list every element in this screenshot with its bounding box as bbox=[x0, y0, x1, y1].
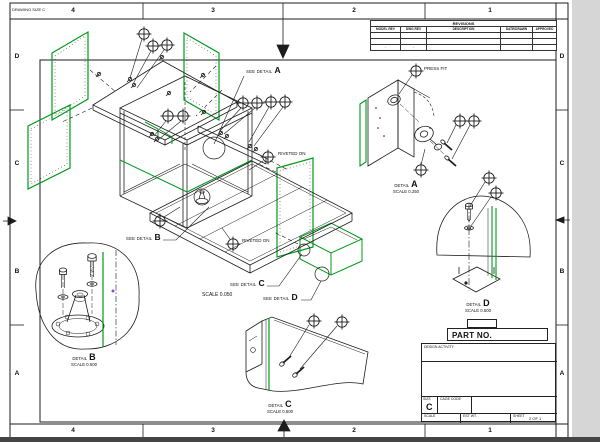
detail-d-indicator-circle bbox=[314, 266, 330, 282]
riveted-on-callout-1: RIVETED ON bbox=[278, 151, 306, 156]
rev-row: - - bbox=[370, 44, 558, 51]
zone-right-a: A bbox=[559, 370, 565, 377]
zone-top-3: 3 bbox=[211, 7, 215, 14]
zone-top-4: 4 bbox=[71, 7, 75, 14]
zone-bottom-1: 1 bbox=[488, 427, 492, 434]
drawing-size-note: DRAWING SIZE C bbox=[12, 7, 46, 12]
tray-rim-line bbox=[303, 226, 358, 241]
detail-b-view bbox=[35, 242, 140, 350]
riveted-on-callout-2: RIVETED ON bbox=[242, 238, 270, 243]
center-fold-arrows bbox=[3, 19, 570, 438]
pallet-foot-detail-b-source bbox=[193, 188, 211, 206]
zone-right-c: C bbox=[559, 160, 565, 167]
detail-c-view bbox=[245, 316, 369, 392]
green-tray bbox=[298, 222, 364, 276]
detail-a-indicator-circle bbox=[202, 136, 226, 160]
zone-bottom-4: 4 bbox=[71, 427, 75, 434]
detail-d-view bbox=[436, 195, 531, 293]
base-pallet bbox=[149, 160, 353, 274]
size-cell: SIZE C bbox=[422, 397, 438, 414]
main-view-scale: SCALE 0.050 bbox=[202, 292, 233, 298]
cabinet-frame bbox=[119, 75, 253, 229]
cage-code-cell: CAGE CODE bbox=[438, 397, 472, 414]
zone-left-a: A bbox=[14, 370, 20, 377]
press-fit-callout: PRESS FIT bbox=[424, 66, 448, 71]
see-detail-b-callout: SEE DETAIL B bbox=[126, 232, 161, 242]
detail-c-indicator-circle bbox=[297, 243, 311, 257]
title-cell bbox=[422, 362, 557, 397]
explode-axes bbox=[61, 65, 299, 245]
zone-right-d: D bbox=[559, 53, 565, 60]
weight-cell: EST WT. bbox=[461, 414, 511, 423]
detail-d-green-edges bbox=[491, 206, 497, 280]
exploded-panels bbox=[27, 30, 314, 258]
title-block: DESIGN ACTIVITY SIZE C CAGE CODE SCALE E… bbox=[421, 343, 557, 423]
leader-lines bbox=[129, 38, 492, 370]
zone-bottom-2: 2 bbox=[352, 427, 356, 434]
scale-cell: SCALE bbox=[422, 414, 461, 423]
rail-detail-a-source bbox=[197, 125, 267, 165]
revisions-table: REVISIONS MODEL REV DWG REV DESCRIPTION … bbox=[369, 20, 558, 51]
see-detail-a-callout: SEE DETAIL A bbox=[246, 65, 281, 75]
detail-a-view bbox=[359, 79, 457, 168]
zone-right-b: B bbox=[559, 268, 565, 275]
title-block-note-box bbox=[467, 319, 497, 328]
balloon-callouts bbox=[136, 26, 504, 330]
vertex-marker bbox=[111, 289, 115, 293]
part-no-label: PART NO. bbox=[452, 331, 493, 340]
zone-top-1: 1 bbox=[488, 7, 492, 14]
dwg-no-cell bbox=[472, 397, 557, 414]
part-no-box: PART NO. bbox=[447, 328, 548, 341]
sheet-value: 2 OF 1 bbox=[529, 416, 542, 421]
zone-left-c: C bbox=[14, 160, 20, 167]
zone-ticks bbox=[10, 3, 568, 438]
frame-green-members bbox=[119, 121, 253, 193]
screenshot-right-edge bbox=[572, 0, 600, 442]
sheet-cell: SHEET 2 OF 1 bbox=[513, 414, 542, 421]
zone-left-d: D bbox=[14, 53, 20, 60]
see-detail-c-callout: SEE DETAIL C bbox=[230, 278, 265, 288]
top-cover bbox=[92, 60, 238, 146]
design-activity-cell: DESIGN ACTIVITY bbox=[422, 344, 557, 362]
zone-left-b: B bbox=[14, 268, 20, 275]
detail-a-rivet-dots bbox=[375, 107, 431, 137]
screenshot-bottom-edge bbox=[0, 437, 600, 442]
zone-top-2: 2 bbox=[352, 7, 356, 14]
see-detail-d-callout: SEE DETAIL D bbox=[263, 292, 298, 302]
zone-bottom-3: 3 bbox=[211, 427, 215, 434]
